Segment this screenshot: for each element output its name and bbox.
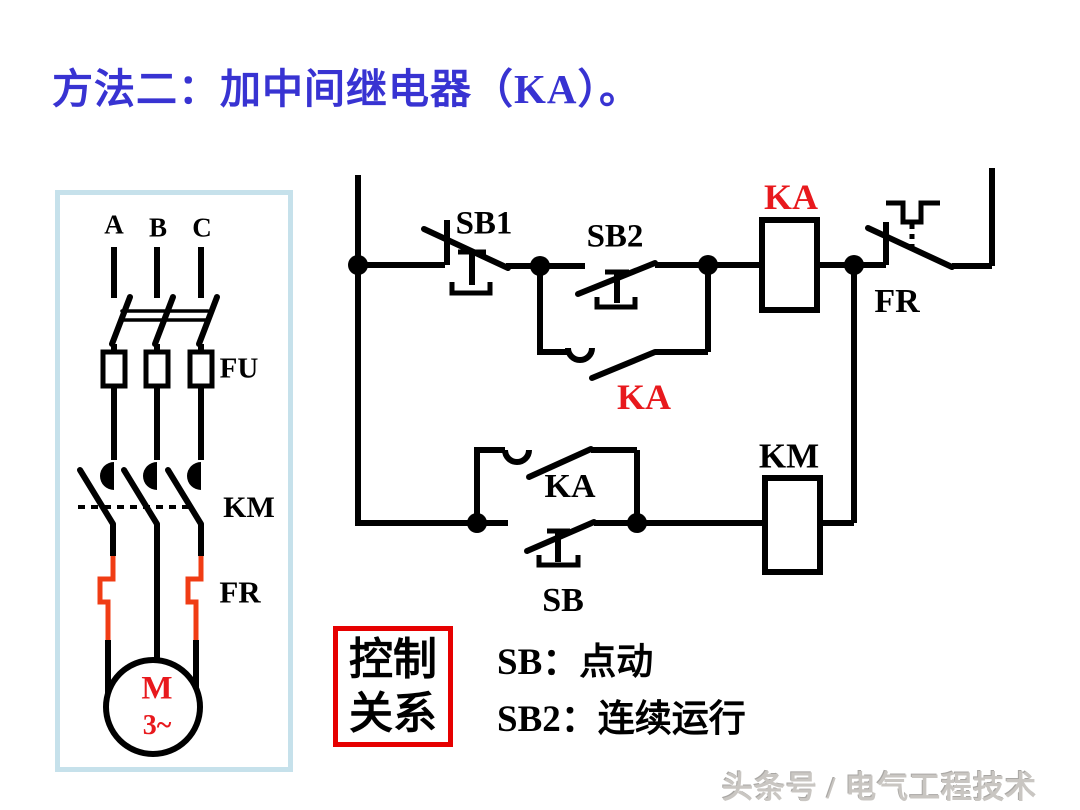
km-coil [762,475,823,575]
fuse-label: FU [219,352,259,385]
fr-contact-label: FR [874,283,920,320]
note-sb2-continuous: SB2：连续运行 [497,699,746,740]
phase-label-c: C [192,212,212,243]
sb-label: SB [542,582,584,619]
ka-seal-contact-label: KA [617,377,671,417]
sb1-stop-button [421,220,511,296]
ka-coil-label: KA [764,177,818,217]
slide-title: 方法二：加中间继电器（KA）。 [52,66,641,112]
fr-contact [865,200,992,270]
motor-circle [103,657,203,757]
sb2-label: SB2 [586,218,644,255]
phase-label-b: B [148,212,168,243]
km-coil-label: KM [758,436,820,476]
control-relation-line2: 关系 [349,688,437,738]
ka-seal-contact-branch [537,265,711,381]
ka-run-contact-branch [474,446,640,523]
km-contacts-label: KM [223,491,275,524]
control-relation-box: 控制 关系 [333,626,453,747]
km-coil-riser-wire [820,265,857,526]
motor-type-label: 3~ [142,710,172,741]
fuse-fu [100,344,215,460]
phase-label-a: A [104,209,124,240]
motor-label: M [141,670,173,707]
control-supply-lines [355,168,995,526]
fr-heater-label: FR [219,574,261,610]
sb2-run-button [575,260,658,310]
junction-dots [348,255,864,533]
fr-heater-elements [97,556,204,640]
sb1-label: SB1 [455,205,513,242]
knife-switch [109,294,220,347]
ka-run-contact-label: KA [544,468,596,505]
ka-coil [759,217,820,313]
km-main-contacts [77,462,204,527]
phase-supply-wires [111,247,204,298]
watermark: 头条号 / 电气工程技术 [722,770,1038,805]
sb-jog-button [524,519,597,568]
note-sb-jog: SB：点动 [497,642,654,683]
control-relation-line1: 控制 [349,634,437,684]
